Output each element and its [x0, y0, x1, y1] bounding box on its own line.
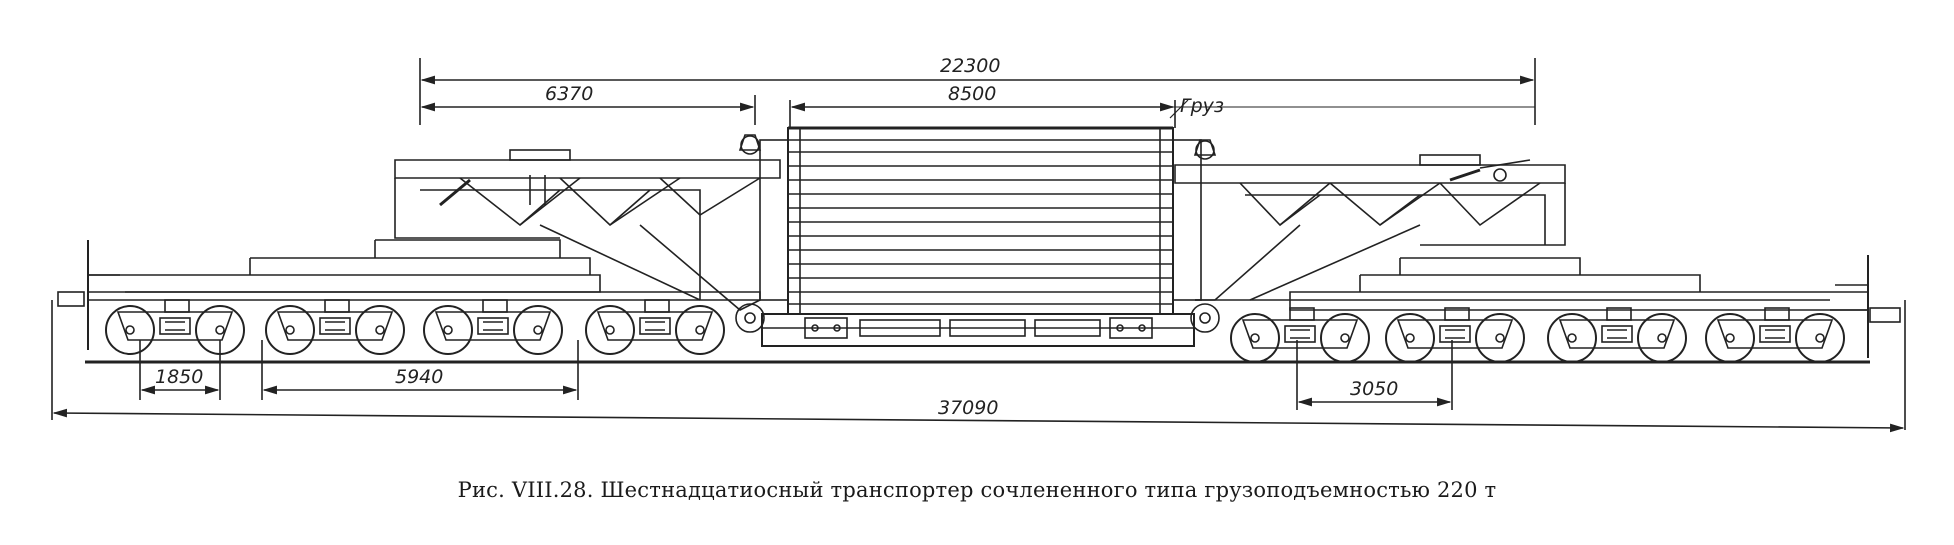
cargo-body — [759, 126, 1202, 315]
left-span-bolster — [87, 134, 781, 333]
bogie — [423, 299, 563, 355]
bogie — [1385, 307, 1525, 363]
bogie — [1230, 307, 1370, 363]
bogie — [265, 299, 405, 355]
bogie — [1705, 307, 1845, 363]
figure-caption: Рис. VIII.28. Шестнадцатиосный транспорт… — [457, 478, 1497, 502]
dim-label-5940: 5940 — [395, 366, 443, 388]
dim-label-3050: 3050 — [1350, 378, 1398, 400]
dim-label-1850: 1850 — [155, 366, 203, 388]
dim-label-8500: 8500 — [948, 83, 996, 105]
bogie — [105, 299, 245, 355]
right-coupler — [1830, 255, 1901, 358]
dim-label-22300: 22300 — [940, 55, 1000, 77]
center-beam — [761, 313, 1195, 347]
right-span-bolster — [1174, 139, 1869, 333]
dim-label-37090: 37090 — [938, 397, 998, 419]
dim-label-6370: 6370 — [545, 83, 593, 105]
cargo-label: Груз — [1180, 95, 1224, 117]
bogie — [585, 299, 725, 355]
bogie — [1547, 307, 1687, 363]
dimension-lines — [51, 58, 1906, 433]
left-coupler — [57, 240, 125, 350]
